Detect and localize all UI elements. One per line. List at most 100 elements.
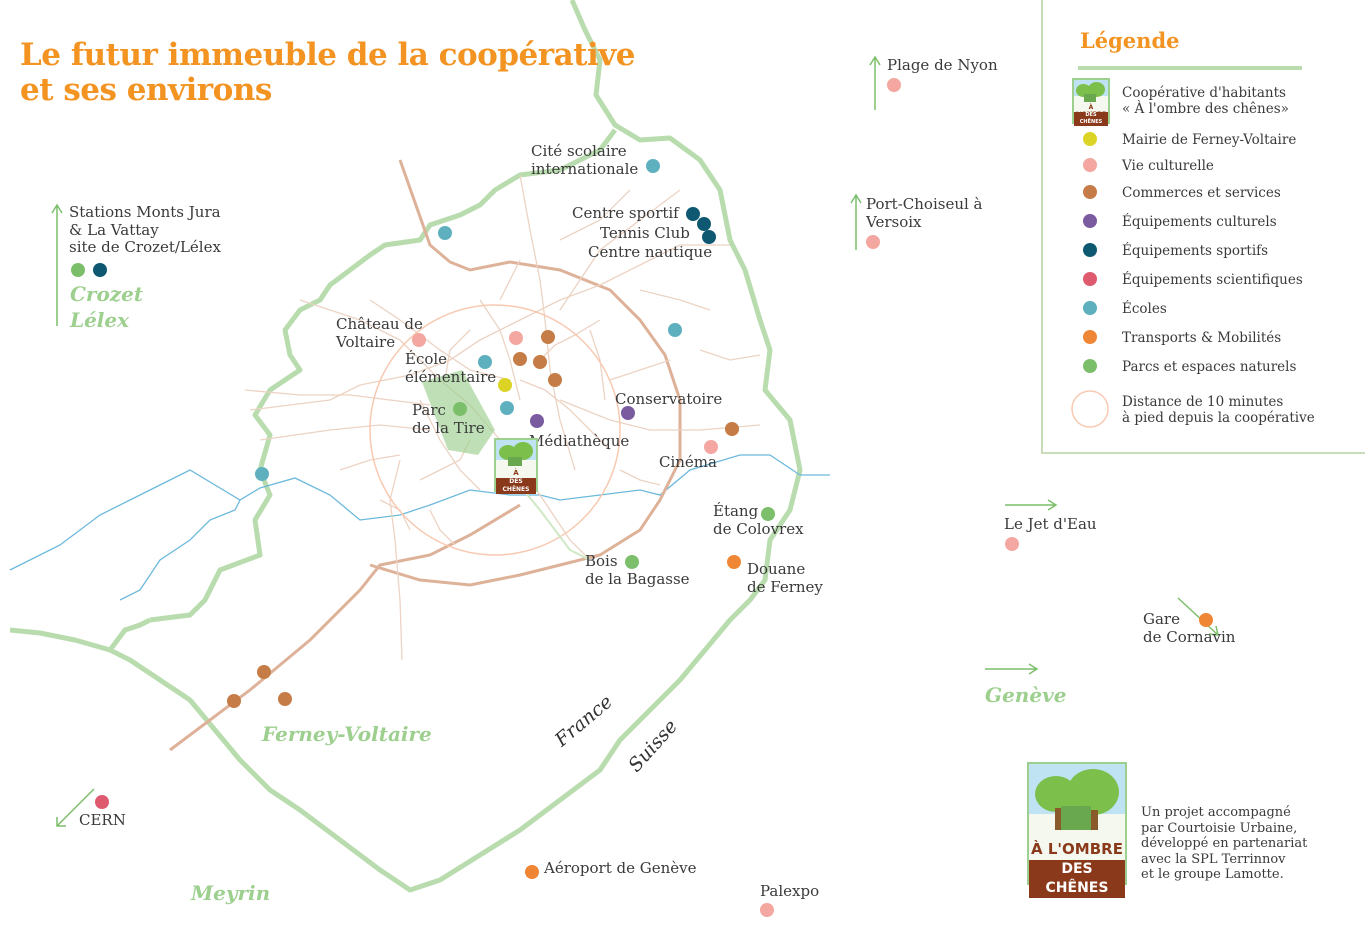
legend-marker-3 [1083,185,1097,199]
label-mediatheque: Médiathèque [529,432,630,450]
label-douane: Douane de Ferney [747,560,823,596]
legend-markers [1083,132,1097,373]
cooperative-map-marker: À L'OMBRE DES CHÊNES [494,438,538,494]
label-jet: Le Jet d'Eau [1004,515,1097,533]
stations-sport-dot [93,263,107,277]
poi-markers [71,78,1213,917]
legend-logo-icon: À L'OMBRE DES CHÊNES [1072,78,1110,126]
legend-marker-8 [1083,330,1097,344]
border-extra [108,617,152,652]
aeroport-dot [525,865,539,879]
label-aeroport: Aéroport de Genève [544,859,697,877]
legend-marker-2 [1083,158,1097,172]
legend-marker-6 [1083,272,1097,286]
legend-marker-9 [1083,359,1097,373]
legend-item-6: Équipements scientifiques [1122,272,1303,288]
arrow-gare [1177,597,1219,636]
legend-item-4: Équipements culturels [1122,214,1277,230]
arrows [51,55,1219,827]
label-bois: Bois de la Bagasse [585,552,690,588]
label-stations: Stations Monts Jura & La Vattay site de … [69,203,221,256]
legend-title: Légende [1080,28,1180,53]
legend-item-10: Distance de 10 minutes à pied depuis la … [1122,394,1315,426]
label-centre-sportif: Centre sportif [572,204,679,222]
palexpo-dot [760,903,774,917]
river-line-2 [119,499,241,601]
legend-item-3: Commerces et services [1122,185,1281,201]
legend-item-9: Parcs et espaces naturels [1122,359,1297,375]
legend-marker-1 [1083,132,1097,146]
arrow-stations [51,203,63,326]
river-line [9,454,830,571]
title-line-2: et ses environs [20,72,272,108]
label-gare: Gare de Cornavin [1143,610,1236,646]
legend-item-2: Vie culturelle [1122,158,1214,174]
commerce-dot-4 [548,373,562,387]
road-main [169,503,521,752]
ferney-commerce-dot-1 [257,665,271,679]
legend-item-5: Équipements sportifs [1122,243,1269,259]
ferney-commerce-dot-2 [227,694,241,708]
legend-marker-5 [1083,243,1097,257]
cite-scolaire-dot [646,159,660,173]
label-plage: Plage de Nyon [887,56,998,74]
ecole-dot-4 [500,401,514,415]
logo-text-2: DES CHÊNES [496,478,536,494]
label-meyrin: Meyrin [191,881,271,905]
ecole-dot-2 [668,323,682,337]
commerce-dot-3 [533,355,547,369]
label-centre-nautique: Centre nautique [588,243,713,261]
label-palexpo: Palexpo [760,882,820,900]
arrow-cern [56,788,95,827]
conservatoire-dot [621,406,635,420]
label-cern: CERN [79,811,126,829]
commerce-dot-1 [541,330,555,344]
legend-item-7: Écoles [1122,301,1167,317]
ecole-elementaire-dot [478,355,492,369]
centre-sportif-dot [686,207,700,221]
arrow-port [850,193,862,250]
commerce-dot-5 [725,422,739,436]
ecole-dot-3 [255,467,269,481]
label-tennis-club: Tennis Club [600,224,690,242]
label-cite-scolaire: Cité scolaire internationale [531,142,639,178]
legend-circle-icon [1071,390,1109,428]
legend-logo-text-2: DES CHÊNES [1074,112,1108,126]
label-geneve: Genève [985,683,1067,707]
arrow-jet [1005,499,1058,511]
label-port: Port-Choiseul à Versoix [866,195,983,231]
page-title: Le futur immeuble de la coopérative et s… [20,37,636,108]
commerce-dot-2 [513,352,527,366]
stations-parc-dot [71,263,85,277]
cinema-dot [704,440,718,454]
border-line [9,0,803,893]
credit-text: Un projet accompagné par Courtoisie Urba… [1141,805,1308,882]
mairie-dot [498,378,512,392]
parc-tire-dot [453,402,467,416]
douane-dot [727,555,741,569]
label-parc: Parc de la Tire [412,401,485,437]
label-ferney: Ferney-Voltaire [262,722,432,746]
path-to-bois [514,479,591,561]
legend-item-0: Coopérative d'habitants « À l'ombre des … [1122,85,1289,117]
tennis-club-dot [697,217,711,231]
label-ecole: École élémentaire [405,350,497,386]
road-main-2 [369,159,682,587]
chateau-dot [412,333,426,347]
gare-dot [1199,613,1213,627]
project-logo-text-1: À L'OMBRE [1031,840,1123,858]
label-conservatoire: Conservatoire [615,390,723,408]
label-chateau: Château de Voltaire [336,315,423,351]
legend-marker-7 [1083,301,1097,315]
ferney-commerce-dot-3 [278,692,292,706]
arrow-plage [869,55,881,110]
etang-dot [761,507,775,521]
ecole-dot-1 [438,226,452,240]
arrow-geneve [985,663,1039,675]
project-logo-text-2: DES CHÊNES [1029,860,1125,898]
legend-item-1: Mairie de Ferney-Voltaire [1122,132,1297,148]
centre-nautique-dot [702,230,716,244]
mediatheque-dot [530,414,544,428]
culture-dot-1 [509,331,523,345]
title-line-1: Le futur immeuble de la coopérative [20,37,636,73]
